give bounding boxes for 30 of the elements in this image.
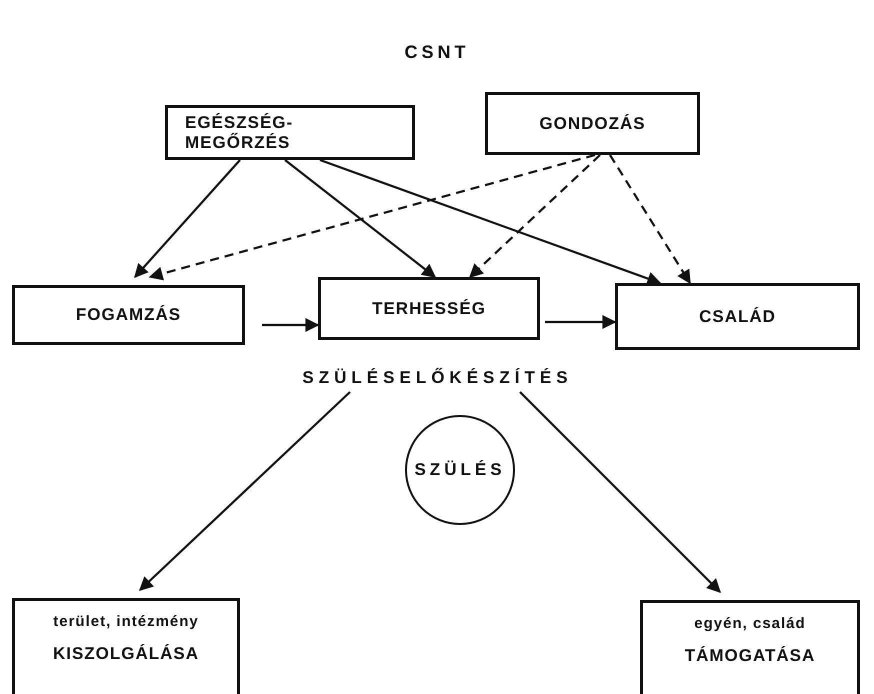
node-subtext: terület, intézmény [53,612,199,632]
node-label: CSALÁD [699,306,776,326]
arrow [519,391,721,593]
arrow [148,154,596,280]
node-label: TÁMOGATÁSA [684,646,816,666]
process-box [12,598,240,694]
arrow [134,159,241,278]
arrow [609,154,691,284]
process-box [485,92,700,155]
node-label: FOGAMZÁS [76,305,182,325]
circle-node [405,415,515,525]
node-subtext: egyén, család [694,614,806,634]
node-label: EGÉSZSÉG- MEGŐRZÉS [185,112,294,152]
arrow [320,158,662,286]
process-box [165,105,415,160]
arrow [262,318,320,332]
node-label: TERHESSÉG [372,298,486,318]
arrow [284,159,436,278]
process-box [640,600,860,694]
process-box [615,283,860,350]
node-label: GONDOZÁS [539,114,646,134]
node-label: SZÜLÉSELŐKÉSZÍTÉS [302,368,573,388]
node-label: KISZOLGÁLÁSA [52,644,200,664]
arrow [468,154,601,278]
node-label: SZÜLÉS [414,460,506,480]
diagram-title: CSNT [404,42,470,63]
arrow [138,391,351,591]
arrow [545,315,616,329]
process-box [318,277,540,340]
process-box [12,285,245,345]
